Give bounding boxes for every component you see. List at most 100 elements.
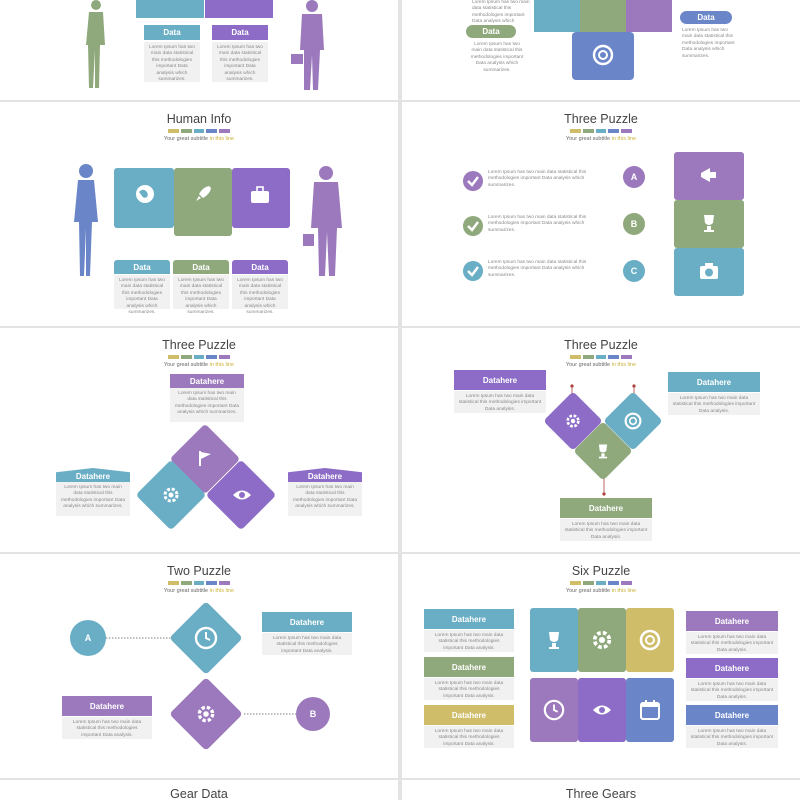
slide-subtitle: Your great subtitle in this line	[565, 136, 637, 142]
slide-title: Three Puzzle	[564, 338, 638, 352]
data-text-right: Lorem Ipsum has two main data statistica…	[262, 633, 352, 655]
data-text-right: Lorem Ipsum has two main data statistica…	[668, 393, 760, 415]
row-text-2: Lorem Ipsum has two main data statistica…	[488, 215, 587, 233]
gear-icon	[197, 705, 215, 723]
puzzle-piece-blue	[626, 678, 674, 742]
data-text-5: Lorem Ipsum has two main data statistica…	[686, 679, 778, 701]
slide-six-puzzle[interactable]: Six Puzzle Your great subtitle in this l…	[402, 554, 800, 778]
data-label-1: Data	[466, 25, 516, 38]
puzzle-piece-green	[580, 0, 626, 32]
row-text-3: Lorem Ipsum has two main data statistica…	[488, 260, 587, 278]
slide-title: Human Info	[166, 112, 232, 126]
data-label-3: Datahere	[424, 705, 514, 725]
data-label-right: Datahere	[288, 468, 362, 482]
slide-title: Six Puzzle	[571, 564, 631, 578]
puzzle-piece-green	[174, 168, 232, 236]
camera-icon	[700, 263, 718, 279]
slide-three-puzzle-c[interactable]: Three Puzzle Your great subtitle in this…	[402, 328, 800, 552]
data-text-bottom: Lorem Ipsum has two main data statistica…	[560, 519, 652, 541]
slide-top-left[interactable]: Data Lorem Ipsum has two main data stati…	[0, 0, 398, 100]
slide-human-info[interactable]: Human Info Your great subtitle in this l…	[0, 102, 398, 326]
data-text-1: Lorem Ipsum has two main data statistica…	[144, 42, 200, 82]
data-text-2: Lorem Ipsum has two main data statistica…	[173, 275, 229, 315]
slide-subtitle: Your great subtitle in this line	[565, 362, 637, 368]
gear-icon	[592, 630, 612, 650]
data-label-top: Datahere	[170, 374, 244, 388]
data-label-3: Data	[232, 260, 288, 274]
slide-gear-data[interactable]: Gear Data	[0, 780, 398, 800]
check-icon	[463, 216, 483, 236]
lifebuoy-icon	[624, 412, 642, 430]
woman-silhouette-icon	[74, 164, 98, 276]
clock-icon	[194, 626, 218, 650]
eye-icon	[233, 490, 251, 500]
data-label-1: Data	[114, 260, 170, 274]
slide-three-puzzle-b[interactable]: Three Puzzle Your great subtitle in this…	[0, 328, 398, 552]
rocket-icon	[196, 186, 211, 201]
data-label-bottom: Datahere	[560, 498, 652, 518]
marker-a: A	[70, 620, 106, 656]
gear-icon	[163, 487, 179, 503]
slide-three-gears[interactable]: Three Gears	[402, 780, 800, 800]
calendar-icon	[640, 700, 660, 720]
marker-a: A	[623, 166, 645, 188]
color-bars	[570, 129, 632, 133]
puzzle-piece-yellow	[626, 608, 674, 672]
data-text-left: Lorem Ipsum has two main data statistica…	[56, 482, 130, 516]
slide-title: Two Puzzle	[167, 564, 231, 578]
globe-icon	[136, 185, 154, 203]
flag-icon	[199, 451, 211, 466]
row-text-1: Lorem Ipsum has two main data statistica…	[488, 170, 587, 188]
slide-title: Three Gears	[565, 787, 637, 800]
dotted-connector	[106, 637, 296, 715]
slide-subtitle: Your great subtitle in this line	[163, 362, 235, 368]
slide-two-puzzle[interactable]: Two Puzzle Your great subtitle in this l…	[0, 554, 398, 778]
eye-icon	[593, 705, 611, 715]
marker-c: C	[623, 260, 645, 282]
man-silhouette-icon	[303, 166, 342, 276]
slide-title: Three Puzzle	[564, 112, 638, 126]
data-label-4: Datahere	[686, 611, 778, 631]
puzzle-piece-violet	[205, 0, 273, 18]
lifebuoy-icon	[639, 629, 661, 651]
data-label-2: Datahere	[424, 657, 514, 677]
data-text-left: Lorem Ipsum has two main data statistica…	[454, 391, 546, 413]
data-label-left: Datahere	[56, 468, 130, 482]
color-bars	[570, 581, 632, 585]
data-text-1: Lorem Ipsum has two main data statistica…	[114, 275, 170, 315]
clock-icon	[543, 699, 565, 721]
puzzle-piece-purple	[626, 0, 672, 32]
data-text-1: Lorem Ipsum has two main data statistica…	[424, 630, 514, 652]
trophy-icon	[598, 444, 608, 459]
puzzle-piece-teal	[136, 0, 204, 18]
slide-three-puzzle-a[interactable]: Three Puzzle Your great subtitle in this…	[402, 102, 800, 326]
slide-subtitle: Your great subtitle in this line	[163, 588, 235, 594]
data-text-3: Lorem Ipsum has two main data statistica…	[424, 726, 514, 748]
slide-title: Three Puzzle	[162, 338, 236, 352]
data-label-1: Datahere	[424, 609, 514, 629]
data-text-2: Lorem Ipsum has two main data statistica…	[682, 28, 735, 59]
man-silhouette-icon	[291, 0, 324, 90]
data-label-2: Data	[173, 260, 229, 274]
megaphone-icon	[701, 168, 716, 182]
data-label-2: Data	[212, 25, 268, 40]
briefcase-icon	[251, 186, 269, 203]
data-text-right: Lorem Ipsum has two main data statistica…	[288, 482, 362, 516]
data-label-1: Data	[144, 25, 200, 40]
data-label-2: Data	[680, 11, 732, 24]
data-text-2: Lorem Ipsum has two main data statistica…	[212, 42, 268, 82]
data-text-1: Lorem Ipsum has two main data statistica…	[470, 42, 524, 73]
puzzle-piece-blue	[572, 32, 634, 80]
puzzle-piece-teal	[534, 0, 580, 32]
woman-silhouette-icon	[86, 0, 105, 88]
data-label-right: Datahere	[262, 612, 352, 632]
trophy-icon	[549, 632, 559, 649]
marker-b: B	[623, 213, 645, 235]
slide-title: Gear Data	[170, 787, 228, 800]
trophy-icon	[704, 215, 714, 232]
data-label-left: Datahere	[454, 370, 546, 390]
slide-top-right[interactable]: Lorem Ipsum has two main data statistica…	[402, 0, 800, 100]
gear-icon	[566, 414, 580, 428]
lifebuoy-icon	[592, 44, 614, 66]
color-bars	[168, 355, 230, 359]
